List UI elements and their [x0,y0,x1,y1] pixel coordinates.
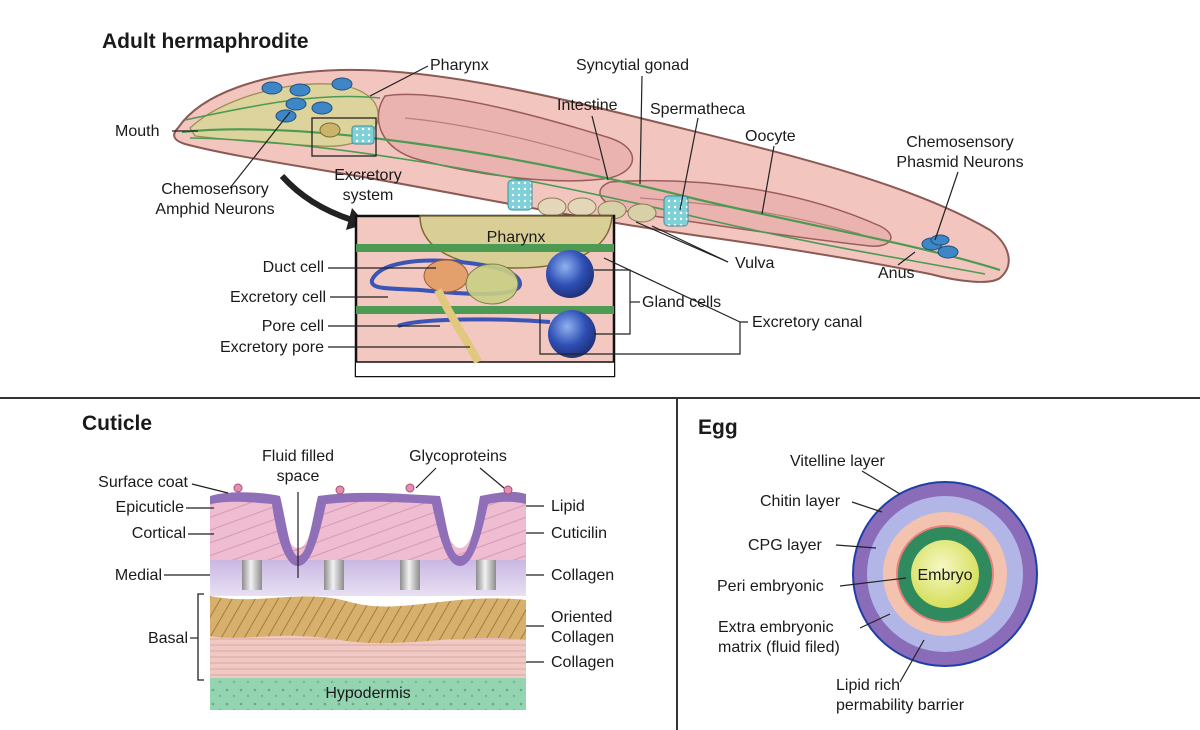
label-mouth: Mouth [115,123,160,140]
label-lipid-line1: Lipid rich [836,677,901,694]
label-fluid-line2: space [276,468,320,485]
label-excretory-line2: system [342,187,394,204]
label-anus: Anus [878,265,915,282]
label-phasmid-line2: Phasmid Neurons [896,154,1024,171]
label-gland-cells: Gland cells [642,294,722,311]
label-amphid-line1: Chemosensory [161,181,269,198]
label-glycoproteins: Glycoproteins [409,448,507,465]
inset-label-pharynx: Pharynx [486,229,546,246]
label-peri-embryonic: Peri embryonic [717,578,824,595]
label-syncytial-gonad: Syncytial gonad [576,57,689,74]
label-spermatheca: Spermatheca [650,101,746,118]
label-lipid-line2: permability barrier [836,697,965,714]
label-vulva: Vulva [735,255,775,272]
label-excretory-cell: Excretory cell [229,289,326,306]
excretory-highlight-box [311,117,377,157]
label-intestine: Intestine [557,97,618,114]
label-oriented-line1: Oriented [551,609,613,626]
label-amphid-line2: Amphid Neurons [155,201,275,218]
label-epicuticle: Epicuticle [115,499,184,516]
worm-gonad [404,117,601,161]
egg-panel-title: Egg [698,416,738,439]
label-extra-line2: matrix (fluid filed) [718,639,840,656]
label-pore-cell: Pore cell [261,318,324,335]
zoom-arrow [279,173,353,223]
cuticle-panel-title: Cuticle [82,412,153,435]
label-duct-cell: Duct cell [262,259,324,276]
label-hypodermis: Hypodermis [325,685,411,702]
adult-panel-title: Adult hermaphrodite [102,30,309,53]
amphid-neurons [261,77,353,123]
label-phasmid-line1: Chemosensory [906,134,1014,151]
worm-illustration [173,68,1010,283]
label-extra-line1: Extra embryonic [718,619,834,636]
label-fluid-line1: Fluid filled [261,448,335,465]
excretory-inset [354,214,616,378]
label-cortical: Cortical [131,525,186,542]
label-chitin-layer: Chitin layer [760,493,841,510]
label-medial: Medial [114,567,162,584]
label-cpg-layer: CPG layer [748,537,822,554]
label-vitelline-layer: Vitelline layer [790,453,885,470]
label-lipid: Lipid [551,498,585,515]
label-excretory-pore: Excretory pore [219,339,324,356]
label-basal: Basal [147,630,188,647]
leader-lines [164,65,959,683]
label-excretory-line1: Excretory [334,167,402,184]
label-cuticilin: Cuticilin [551,525,608,542]
label-collagen-medial: Collagen [551,567,615,584]
label-pharynx: Pharynx [430,57,489,74]
nerve-cord [181,128,1001,272]
label-collagen-basal: Collagen [551,654,615,671]
label-oocyte: Oocyte [745,128,796,145]
label-surface-coat: Surface coat [98,474,188,491]
label-embryo: Embryo [917,567,973,584]
egg-illustration [852,481,1038,667]
label-oriented-line2: Collagen [551,629,615,646]
label-excretory-canal: Excretory canal [752,314,863,331]
cuticle-illustration [197,483,526,710]
